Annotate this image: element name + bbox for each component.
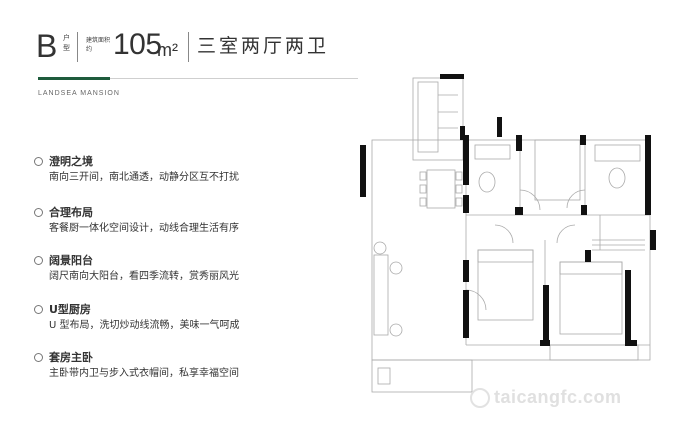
feature-desc: U 型布局，洗切炒动线流畅，美味一气呵成: [49, 320, 240, 331]
feature-title: 套房主卧: [49, 351, 93, 364]
area-value: 105: [113, 28, 162, 61]
bullet-icon: [34, 256, 43, 265]
brand-name: LANDSEA MANSION: [38, 90, 120, 97]
feature-title: U型厨房: [49, 303, 91, 316]
feature-desc: 主卧带内卫与步入式衣帽间，私享幸福空间: [49, 368, 239, 379]
layout-title: 三室两厅两卫: [197, 35, 330, 57]
watermark-icon: [470, 388, 490, 408]
unit-letter: B: [36, 28, 58, 64]
header-divider-2: [188, 32, 189, 62]
plan-outline: [371, 77, 651, 393]
feature-title: 合理布局: [49, 206, 93, 219]
floor-plan: [360, 74, 656, 393]
bullet-icon: [34, 305, 43, 314]
accent-rule: [38, 77, 110, 80]
unit-label: 户型: [63, 34, 70, 52]
feature-desc: 阔尺南向大阳台，看四季流转，赏秀丽风光: [49, 271, 239, 282]
feature-title: 阔景阳台: [49, 254, 93, 267]
bullet-icon: [34, 208, 43, 217]
watermark-text: taicangfc.com: [494, 387, 622, 407]
bullet-icon: [34, 353, 43, 362]
area-unit: m²: [157, 40, 178, 60]
header-divider: [77, 32, 78, 62]
area-label: 建筑面积约: [86, 37, 111, 53]
plan-walls: [360, 74, 656, 346]
divider-rule: [110, 78, 358, 79]
feature-desc: 南向三开间，南北通透，动静分区互不打扰: [49, 172, 239, 183]
bullet-icon: [34, 157, 43, 166]
feature-title: 澄明之境: [49, 155, 93, 168]
feature-desc: 客餐厨一体化空间设计，动线合理生活有序: [49, 223, 239, 234]
